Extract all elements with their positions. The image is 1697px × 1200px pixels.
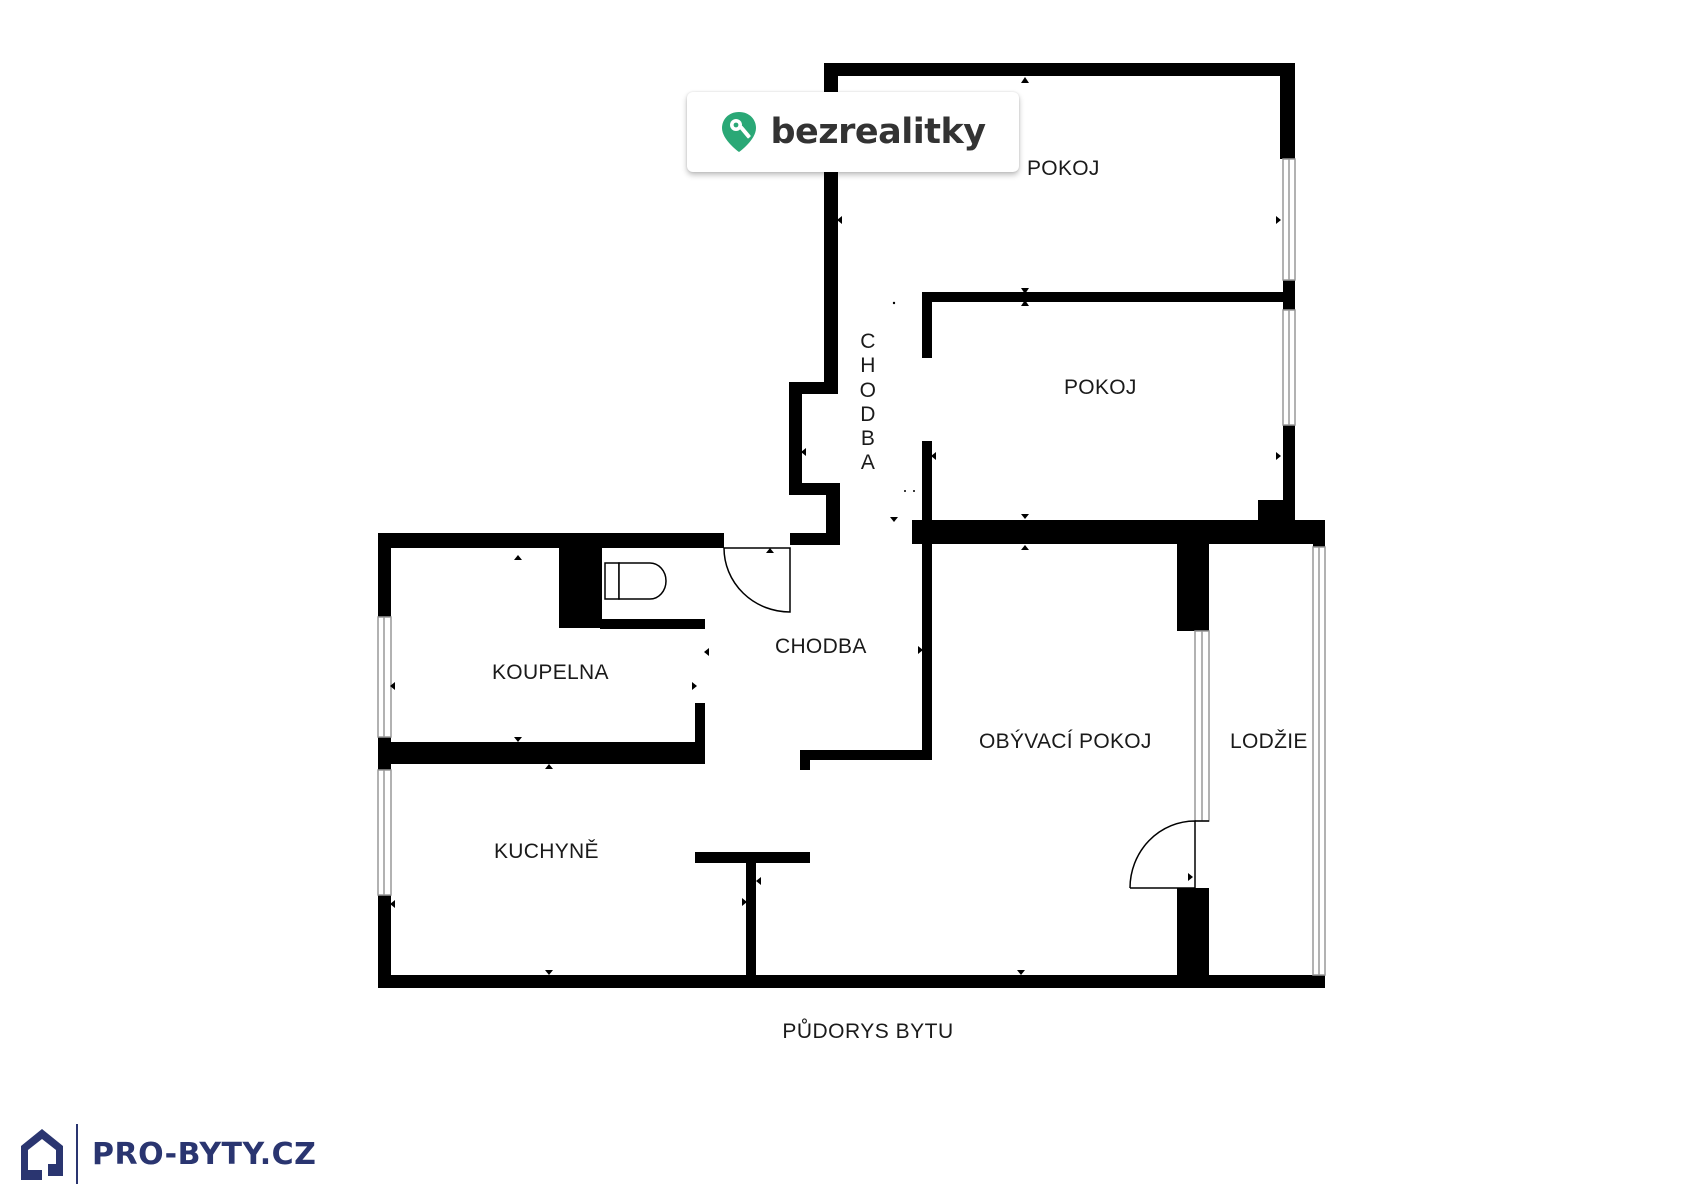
walls [378, 63, 1325, 988]
room-label-kuchyne: KUCHYNĚ [494, 840, 599, 863]
bezrealitky-logo-text: bezrealitky [770, 112, 986, 152]
toilet-icon [604, 562, 667, 600]
windows [377, 158, 1326, 976]
chodba-letter: C [860, 330, 875, 353]
chodba-letter: B [861, 427, 875, 450]
room-label-chodba: CHODBA [775, 635, 867, 658]
chodba-letter: H [860, 354, 875, 377]
room-label-lodzie: LODŽIE [1230, 730, 1308, 753]
probyty-divider [76, 1124, 78, 1184]
house-icon [21, 1129, 63, 1180]
room-label-pokoj-top: POKOJ [1027, 157, 1100, 180]
room-label-koupelna: KOUPELNA [492, 661, 609, 684]
dimension-ticks [390, 77, 1281, 975]
chodba-letter: A [861, 451, 875, 474]
room-label-pokoj-middle: POKOJ [1064, 376, 1137, 399]
chodba-door-arc [723, 547, 791, 613]
chodba-letter: O [860, 379, 877, 402]
loggia-door-arc [1129, 820, 1196, 889]
doors [723, 547, 1209, 889]
location-pin-key-icon [722, 112, 757, 152]
room-label-obyvaci-pokoj: OBÝVACÍ POKOJ [979, 730, 1152, 753]
probyty-logo-text: PRO-BYTY.CZ [92, 1136, 317, 1172]
probyty-logo: PRO-BYTY.CZ [18, 1122, 316, 1186]
room-label-chodba-vertical: C H O D B A [860, 330, 877, 474]
chodba-letter: D [860, 403, 875, 426]
bezrealitky-logo-card: bezrealitky [687, 92, 1019, 172]
plan-caption: PŮDORYS BYTU [782, 1019, 953, 1043]
